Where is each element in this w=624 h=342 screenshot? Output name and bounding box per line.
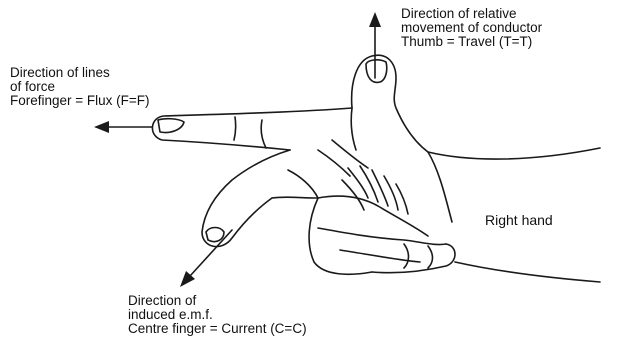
forefinger-direction-arrow	[94, 121, 152, 133]
centre-finger-direction-arrow	[180, 230, 232, 287]
thumb-label-line-2: movement of conductor	[401, 21, 542, 35]
thumb-label-line-1: Direction of relative	[401, 7, 542, 21]
centre-finger-label-line-1: Direction of	[128, 294, 307, 308]
centre-finger-label-line-3: Centre finger = Current (C=C)	[128, 322, 307, 336]
thumb-direction-arrow	[369, 12, 381, 78]
hand-outline	[152, 55, 600, 282]
centre-finger-label-line-2: induced e.m.f.	[128, 308, 307, 322]
forefinger-label-line-1: Direction of lines	[10, 66, 150, 80]
forefinger-direction-label: Direction of lines of force Forefinger =…	[10, 66, 150, 108]
right-hand-label: Right hand	[485, 213, 553, 227]
thumb-label-line-3: Thumb = Travel (T=T)	[401, 35, 542, 49]
thumb-direction-label: Direction of relative movement of conduc…	[401, 7, 542, 49]
centre-finger-direction-label: Direction of induced e.m.f. Centre finge…	[128, 294, 307, 336]
forefinger-label-line-3: Forefinger = Flux (F=F)	[10, 94, 150, 108]
forefinger-label-line-2: of force	[10, 80, 150, 94]
